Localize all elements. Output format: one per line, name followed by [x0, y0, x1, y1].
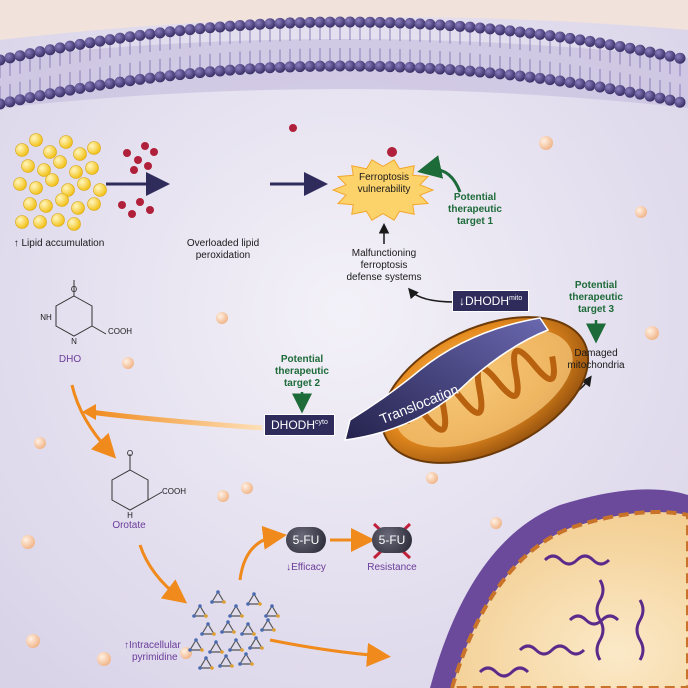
label-resistance: Resistance	[367, 562, 417, 573]
arrow-pyrimidine-to-nucleus	[269, 638, 391, 667]
label-lipid-accumulation: ↑ Lipid accumulation	[13, 238, 105, 249]
label-efficacy: ↓Efficacy	[286, 562, 326, 573]
dho-structure	[55, 280, 107, 337]
orotate-structure	[111, 454, 163, 511]
dho-o-atom: O	[70, 285, 78, 294]
ferroptosis-starburst	[331, 159, 435, 221]
5fu-resistance-molecule: 5-FU	[372, 527, 412, 553]
up-arrow-icon: ↑	[13, 238, 19, 249]
extracellular-space	[0, 0, 688, 40]
orotate-cooh: COOH	[162, 487, 186, 496]
label-malfunctioning: Malfunctioning ferroptosis defense syste…	[346, 248, 422, 283]
cell-membrane	[0, 16, 688, 110]
arrow-target1	[417, 155, 462, 193]
dho-cooh: COOH	[108, 327, 132, 336]
dho-n-atom: N	[71, 337, 77, 346]
pyrimidine-cluster	[188, 590, 280, 670]
arrow-dhodh-to-defense	[408, 287, 456, 303]
dho-nh-atom: NH	[40, 313, 52, 322]
label-target1: Potential therapeutic target 1	[448, 192, 502, 227]
orotate-h-atom: H	[127, 511, 133, 520]
label-orotate: Orotate	[112, 520, 146, 531]
translocation-arrow	[344, 317, 550, 441]
arrow-pyrimidine-to-5fu	[238, 525, 287, 581]
nucleus	[430, 489, 688, 688]
label-pyrimidine: ↑Intracellular pyrimidine	[124, 640, 181, 663]
label-dho: DHO	[58, 354, 82, 365]
label-target2: Potential therapeutic target 2	[275, 354, 329, 389]
5fu-molecule: 5-FU	[286, 527, 326, 553]
arrow-orotate-to-pyrimidine	[138, 544, 188, 604]
dhodh-mito-box: ↓DHODHmito	[452, 290, 530, 312]
label-damaged-mito: Damaged mitochondria	[567, 348, 625, 371]
dhodh-cyto-box: DHODHcyto	[264, 414, 335, 436]
orotate-o-atom: O	[126, 449, 134, 458]
down-arrow-icon: ↓	[286, 562, 292, 573]
lipid-droplets	[13, 133, 107, 231]
arrow-dho-to-orotate	[70, 384, 117, 459]
label-target3: Potential therapeutic target 3	[569, 280, 623, 315]
label-overloaded-lipid: Overloaded lipid peroxidation	[186, 238, 260, 261]
arrow-cyto-to-dho	[89, 409, 263, 431]
label-ferroptosis: Ferroptosis vulnerability	[357, 172, 411, 195]
vesicles	[21, 136, 659, 666]
ros-molecules	[118, 124, 397, 218]
up-arrow-icon: ↑	[124, 640, 129, 651]
